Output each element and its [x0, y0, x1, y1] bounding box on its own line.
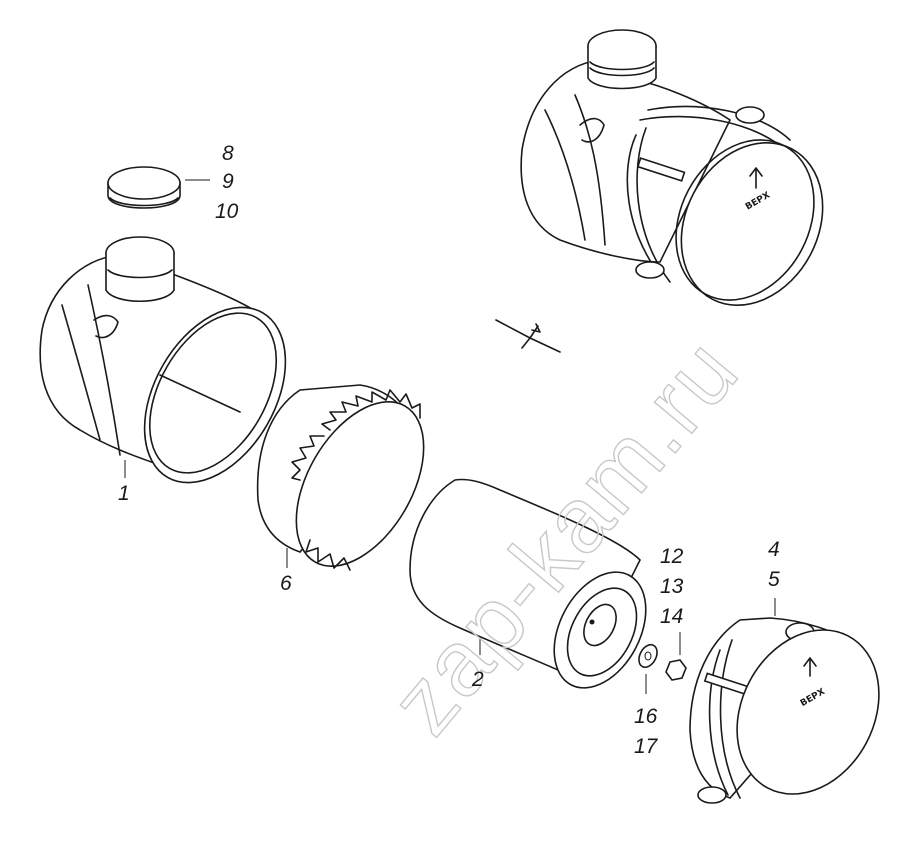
callout-5: 5	[768, 568, 780, 591]
callout-17: 17	[634, 735, 659, 758]
washer-and-nut	[638, 632, 687, 694]
assembled-air-cleaner: ВЕРХ	[520, 29, 824, 306]
callout-6: 6	[280, 572, 292, 595]
cover-part-4-5: ВЕРХ	[689, 598, 880, 804]
callout-8: 8	[222, 142, 234, 165]
callout-12: 12	[660, 545, 684, 568]
precleaner-part-6	[256, 384, 425, 571]
callout-1: 1	[118, 482, 130, 505]
callout-9: 9	[222, 170, 234, 193]
callout-16: 16	[634, 705, 658, 728]
callout-10: 10	[215, 200, 239, 223]
callout-4: 4	[768, 538, 780, 561]
callout-2: 2	[471, 668, 484, 691]
callout-13: 13	[660, 575, 684, 598]
airflow-arrow	[495, 319, 561, 353]
callout-14: 14	[660, 605, 683, 628]
filter-element-part-2	[409, 478, 647, 689]
housing-part-1	[39, 236, 287, 484]
inlet-cap	[107, 166, 210, 209]
